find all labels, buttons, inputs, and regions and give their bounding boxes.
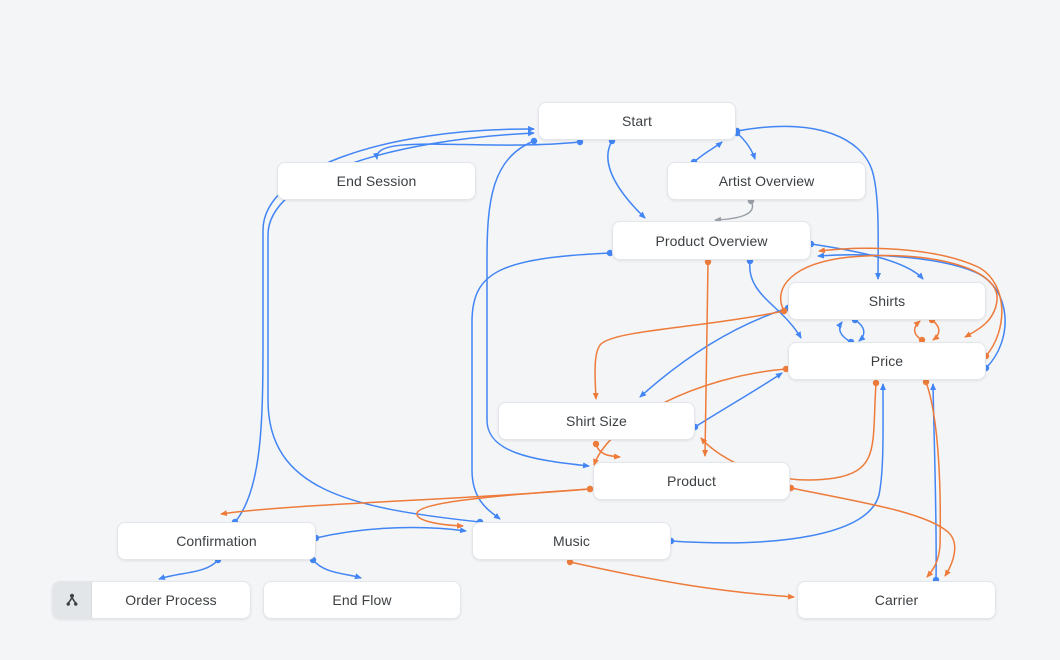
node-end-session[interactable]: End Session <box>277 162 476 200</box>
edge-music-to-carrier[interactable] <box>569 561 795 600</box>
node-carrier[interactable]: Carrier <box>797 581 996 619</box>
edge-price-to-shirts[interactable] <box>913 320 923 341</box>
edge-confirmation-to-music[interactable] <box>315 526 467 539</box>
edge-product-overview-to-price[interactable] <box>749 260 802 339</box>
edge-price-to-carrier[interactable] <box>925 381 942 578</box>
edge-price-to-shirt-size[interactable] <box>700 382 877 481</box>
edge-confirmation-to-start[interactable] <box>234 125 535 523</box>
node-label-shirts: Shirts <box>868 293 906 309</box>
edge-confirmation-to-end-flow[interactable] <box>312 559 362 580</box>
node-product-overview[interactable]: Product Overview <box>612 221 811 260</box>
edge-shirts-to-price[interactable] <box>779 254 998 338</box>
node-shirts[interactable]: Shirts <box>788 282 986 320</box>
edge-shirts-to-shirt-size[interactable] <box>592 310 785 400</box>
node-label-artist-overview: Artist Overview <box>718 173 815 189</box>
node-label-music: Music <box>552 533 591 549</box>
node-start[interactable]: Start <box>538 102 736 140</box>
node-price[interactable]: Price <box>788 342 986 380</box>
edge-product-overview-to-product[interactable] <box>702 261 709 457</box>
edge-price-to-product-overview[interactable] <box>818 247 1003 357</box>
node-label-end-session: End Session <box>336 173 417 189</box>
edge-confirmation-to-order-process[interactable] <box>158 559 219 580</box>
node-label-carrier: Carrier <box>874 592 919 608</box>
edge-start-to-artist-overview[interactable] <box>736 132 756 160</box>
node-shirt-size[interactable]: Shirt Size <box>498 402 695 440</box>
node-label-product: Product <box>667 473 716 489</box>
node-label-start: Start <box>621 113 653 129</box>
edge-price-to-shirts[interactable] <box>836 321 852 343</box>
edge-shirt-size-to-price[interactable] <box>694 372 783 428</box>
node-product[interactable]: Product <box>593 462 790 500</box>
edge-music-to-start[interactable] <box>267 130 535 523</box>
edge-product-overview-to-shirts[interactable] <box>810 243 924 280</box>
edge-shirts-to-shirt-size[interactable] <box>639 307 789 398</box>
node-order-process[interactable]: Order Process <box>52 581 251 619</box>
node-label-end-flow: End Flow <box>332 592 392 608</box>
edge-carrier-to-price[interactable] <box>930 383 937 581</box>
edge-start-to-product-overview[interactable] <box>607 140 646 219</box>
edge-product-to-carrier[interactable] <box>790 487 956 577</box>
edge-artist-overview-to-product-overview[interactable] <box>714 200 754 223</box>
edge-product-overview-to-music[interactable] <box>471 252 611 520</box>
node-artist-overview[interactable]: Artist Overview <box>667 162 866 200</box>
node-label-order-process: Order Process <box>125 592 217 608</box>
node-label-confirmation: Confirmation <box>176 533 257 549</box>
edge-product-to-music[interactable] <box>416 488 591 529</box>
node-music[interactable]: Music <box>472 522 671 560</box>
node-end-flow[interactable]: End Flow <box>263 581 461 619</box>
subflow-icon <box>53 582 92 618</box>
edge-shirt-size-to-product[interactable] <box>595 443 621 460</box>
edge-start-to-end-session[interactable] <box>372 141 581 160</box>
node-label-shirt-size: Shirt Size <box>566 413 627 429</box>
node-confirmation[interactable]: Confirmation <box>117 522 316 560</box>
node-label-product-overview: Product Overview <box>655 232 768 249</box>
edge-start-to-shirts[interactable] <box>736 125 882 280</box>
edge-artist-overview-to-start[interactable] <box>693 141 723 163</box>
edge-shirts-to-price[interactable] <box>854 319 866 342</box>
node-label-price: Price <box>870 353 904 369</box>
edge-start-to-product[interactable] <box>486 140 590 469</box>
edge-shirts-to-price[interactable] <box>931 319 940 341</box>
